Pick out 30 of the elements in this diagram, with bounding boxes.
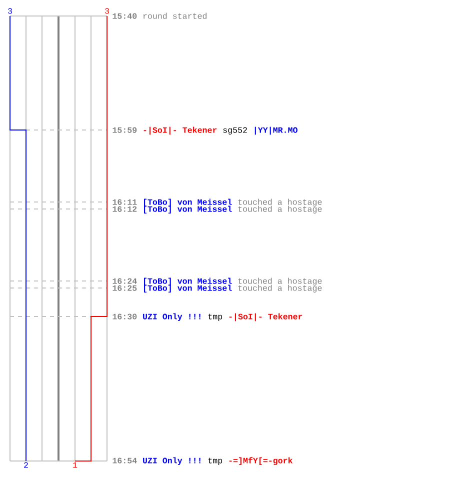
player-name: UZI Only !!!	[143, 313, 200, 322]
player-name: [ToBo] von Meissel	[144, 278, 232, 286]
timestamp: 16:54	[112, 458, 137, 464]
timestamp: 16:25	[112, 285, 137, 291]
player-count: 3	[8, 8, 12, 14]
timestamp: 15:59	[112, 127, 137, 133]
player-name: -=]MfY[=-gork	[229, 457, 293, 466]
event-text: touched a hostage	[238, 284, 322, 293]
player-name: -|SoI|- Tekener	[144, 126, 217, 135]
player-count: 3	[105, 8, 109, 14]
player-name: -|SoI|- Tekener	[229, 313, 302, 322]
timestamp: 16:11	[112, 199, 137, 205]
event-text: touched a hostage	[238, 206, 322, 214]
weapon-name: sg552	[223, 127, 247, 135]
event-text: touched a hostage	[238, 278, 322, 286]
weapon-name: tmp	[208, 458, 222, 466]
event-text: touched a hostage	[238, 198, 322, 207]
player-count: 2	[24, 462, 28, 468]
timestamp: 16:12	[112, 206, 137, 212]
weapon-name: tmp	[208, 314, 222, 322]
player-name: [ToBo] von Meissel	[144, 284, 232, 293]
player-count: 1	[73, 462, 78, 468]
player-name: [ToBo] von Meissel	[144, 206, 232, 214]
player-name: |YY|MR.MO	[254, 126, 298, 135]
timestamp: 16:24	[112, 278, 137, 284]
player-name: UZI Only !!!	[143, 457, 200, 466]
player-name: [ToBo] von Meissel	[144, 198, 232, 207]
timestamp: 16:30	[112, 314, 137, 320]
timestamp: 15:40	[112, 13, 137, 19]
event-text: round started	[144, 12, 207, 19]
